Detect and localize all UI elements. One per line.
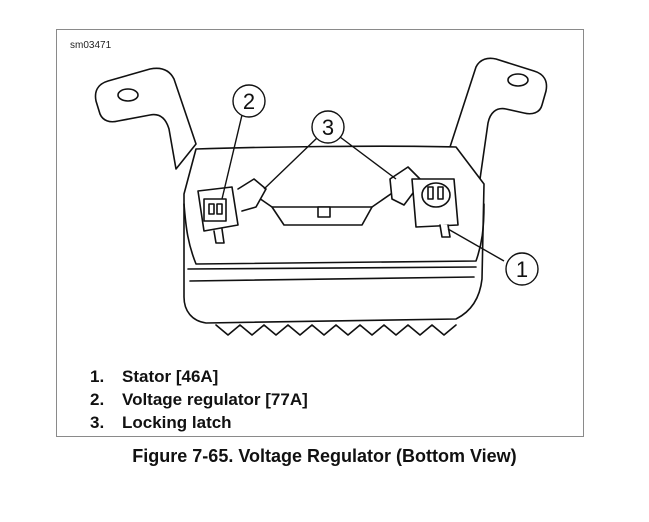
parts-legend: 1. Stator [46A] 2. Voltage regulator [77… — [90, 365, 308, 434]
legend-item: 3. Locking latch — [90, 411, 308, 434]
figure-caption: Figure 7-65. Voltage Regulator (Bottom V… — [132, 446, 517, 466]
callout-2-leader — [221, 114, 243, 200]
callout-3-leader-right — [339, 136, 397, 180]
left-connector — [197, 178, 267, 244]
cooling-fins — [215, 324, 457, 336]
callout-1-label: 1 — [516, 257, 528, 282]
regulator-housing — [183, 145, 485, 324]
legend-item: 1. Stator [46A] — [90, 365, 308, 388]
callout-3-leader-left — [263, 136, 319, 190]
callout-2-circle — [232, 84, 266, 118]
figure-reference-code: sm03471 — [70, 40, 112, 51]
callout-3-circle — [311, 110, 345, 144]
callout-3-label: 3 — [322, 115, 334, 140]
legend-number: 3. — [90, 413, 105, 432]
legend-number: 1. — [90, 367, 105, 386]
left-mounting-ear — [94, 67, 197, 170]
legend-item: 2. Voltage regulator [77A] — [90, 388, 308, 411]
legend-text: Stator [46A] — [122, 367, 219, 386]
voltage-regulator-illustration: 2 3 1 — [94, 57, 548, 336]
callout-2-label: 2 — [243, 89, 255, 114]
legend-text: Locking latch — [122, 413, 232, 432]
figure-frame — [56, 29, 584, 437]
right-mounting-ear — [449, 57, 548, 180]
left-mounting-hole — [117, 88, 139, 102]
right-mounting-hole — [507, 73, 529, 87]
legend-text: Voltage regulator [77A] — [122, 390, 308, 409]
callout-1-circle — [505, 252, 539, 286]
callout-1-leader — [447, 228, 505, 262]
legend-number: 2. — [90, 390, 105, 409]
right-connector — [389, 166, 459, 238]
